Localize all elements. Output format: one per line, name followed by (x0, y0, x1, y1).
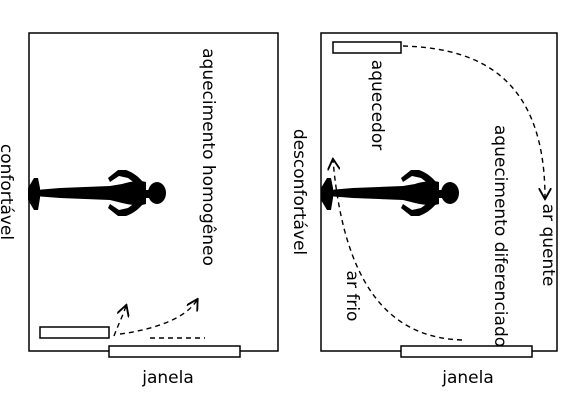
left-window-box (108, 345, 241, 358)
right-window-box (400, 345, 533, 358)
hot-air-label: ar quente (538, 204, 558, 287)
right-heating-label: aquecimento diferenciado (490, 125, 510, 347)
cold-air-arrow (333, 160, 463, 341)
right-heater-label: aquecedor (367, 60, 387, 150)
right-heater-box (332, 41, 402, 54)
left-window-label: janela (141, 368, 194, 388)
left-side-label: confortável (0, 144, 16, 240)
cold-air-label: ar frio (342, 271, 362, 322)
left-person-silhouette (28, 170, 166, 216)
left-heating-label: aquecimento homogêneo (198, 48, 218, 266)
left-air-arrow-2 (119, 300, 197, 335)
left-air-arrow-1 (113, 306, 126, 337)
right-window-label: janela (441, 368, 494, 388)
right-side-label: desconfortável (289, 129, 309, 255)
hot-air-arrow (402, 45, 545, 198)
left-room: confortável aquecimento homogêneo janela (0, 32, 279, 388)
right-room: desconfortável aquecedor aquecimento dif… (289, 32, 558, 388)
right-person-silhouette (321, 170, 459, 216)
left-heater-box (39, 326, 110, 339)
